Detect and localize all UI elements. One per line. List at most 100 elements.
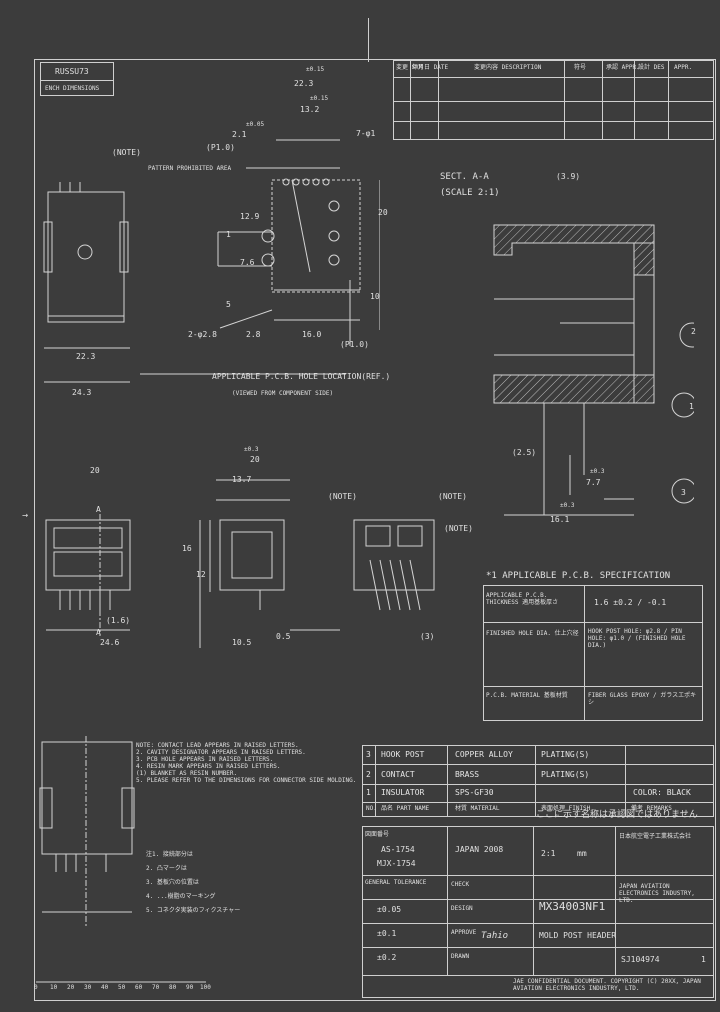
front-dim-05: 0.5: [276, 632, 291, 641]
tb-company-jp: 日本航空電子工業株式会社: [619, 833, 692, 840]
scale-tick-70: 70: [152, 984, 160, 991]
model-code: RUSSU73: [55, 67, 89, 76]
pattern-prohibited-label: PATTERN PROHIBITED AREA: [148, 165, 232, 172]
tb-drawn: DRAWN: [451, 953, 470, 960]
tb-approve: APPROVE: [451, 929, 477, 936]
tb-description: MOLD POST HEADER: [539, 931, 617, 940]
tb-scale: 2:1: [541, 849, 556, 858]
section-tol-2: ±0.3: [560, 502, 575, 509]
parts-list: 3 HOOK POST COPPER ALLOY PLATING(S) 2 CO…: [362, 745, 714, 817]
parts-h-material: 材質 MATERIAL: [455, 805, 500, 812]
left-inner: 22.3: [76, 352, 96, 361]
dim-129: 12.9: [240, 212, 260, 221]
notes-jp-block: 注1. 接続部分は 2. 凸マークは 3. 基板穴の位置は 4. ...樹脂のマ…: [146, 848, 346, 918]
callout-2: 2: [691, 327, 696, 336]
notes-block: NOTE: CONTACT LEAD APPEARS IN RAISED LET…: [136, 742, 366, 784]
rev-h-date: 年月日 DATE: [412, 64, 449, 71]
part-1-name: INSULATOR: [381, 788, 425, 797]
front-dim-16: 16: [182, 544, 192, 553]
part-2-no: 2: [366, 770, 371, 779]
spec-row2-value: HOOK POST HOLE: φ2.8 / PIN HOLE: φ1.0 / …: [588, 628, 686, 649]
dim-5: 5: [226, 300, 231, 309]
model-box: RUSSU73 ENCH DIMENSIONS: [40, 62, 114, 96]
parts-jp-note: ここに示す名称は承認図ではありません: [536, 810, 698, 820]
scale-tick-80: 80: [169, 984, 177, 991]
dim-132: 13.2: [300, 105, 320, 114]
pitch-top: (P1.0): [206, 143, 235, 152]
front-dim-3: (3): [420, 632, 435, 641]
scale-tick-90: 90: [186, 984, 194, 991]
front-tol-1: ±0.3: [244, 446, 259, 453]
parts-h-finish: 表面処理 FINISH: [541, 805, 591, 812]
dim-76: 7.6: [240, 258, 255, 267]
dim-10: 10: [370, 292, 380, 301]
revision-table: 変更 SYM 年月日 DATE 変更内容 DESCRIPTION 符号 承認 A…: [393, 60, 714, 140]
front-note-2: (NOTE): [438, 492, 467, 501]
tb-units: mm: [577, 849, 587, 858]
left-width: 24.3: [72, 388, 92, 397]
dim-21: 2.1: [232, 130, 247, 139]
tb-standard2: MJX-1754: [377, 859, 416, 868]
tb-check: CHECK: [451, 881, 470, 888]
front-dim-20b: 20: [250, 455, 260, 464]
rev-h-appr2: APPR.: [674, 64, 693, 71]
scale-bar-ticks: 0 10 20 30 40 50 60 70 80 90 100: [34, 984, 214, 996]
part-1-remarks: COLOR: BLACK: [633, 788, 691, 797]
tb-tolerance-label: GENERAL TOLERANCE: [365, 879, 427, 886]
section-dim-161: 16.1: [550, 515, 570, 524]
pcb-hole-drawing: [43, 139, 380, 383]
scale-tick-20: 20: [67, 984, 75, 991]
part-3-name: HOOK POST: [381, 750, 425, 759]
tb-jn: JAPAN 2008: [455, 845, 504, 854]
title-block: 図面番号 AS-1754 MJX-1754 JAPAN 2008 2:1 mm …: [362, 826, 714, 998]
part-2-name: CONTACT: [381, 770, 415, 779]
scale-bar: [36, 981, 206, 983]
part-2-finish: PLATING(S): [541, 770, 590, 779]
rev-h-sym: 変更 SYM: [396, 64, 423, 71]
note-jp-2: 2. 凸マークは: [146, 865, 187, 872]
part-3-finish: PLATING(S): [541, 750, 590, 759]
tb-copyright: JAE CONFIDENTIAL DOCUMENT. COPYRIGHT (C)…: [513, 978, 701, 992]
part-1-no: 1: [366, 788, 371, 797]
front-note-1: (NOTE): [328, 492, 357, 501]
dim-16: 16.0: [302, 330, 322, 339]
part-2-material: BRASS: [455, 770, 480, 779]
parts-h-no: NO.: [366, 805, 377, 812]
rev-h-desc: 変更内容 DESCRIPTION: [474, 64, 542, 71]
section-side-note: (2.5): [512, 448, 537, 457]
part-3-material: COPPER ALLOY: [455, 750, 513, 759]
parts-h-remarks: 備考 REMARKS: [631, 805, 672, 812]
section-scale: (SCALE 2:1): [440, 188, 500, 198]
scale-tick-30: 30: [84, 984, 92, 991]
dim-7: 7-φ1: [356, 129, 376, 138]
front-dim-20: 20: [90, 466, 100, 475]
spec-table: APPLICABLE P.C.B. THICKNESS 適用基板厚さ 1.6 ±…: [483, 585, 703, 721]
note-line-4: 4. RESIN MARK APPEARS IN RAISED LETTERS.: [136, 763, 281, 770]
front-dim-105: 10.5: [232, 638, 252, 647]
tb-company-en: JAPAN AVIATION ELECTRONICS INDUSTRY, LTD…: [619, 883, 695, 904]
note-jp-3: 3. 基板穴の位置は: [146, 879, 199, 886]
note-line-5: (1) BLANKET AS RESIN NUMBER.: [136, 770, 238, 777]
spec-row3-value: FIBER GLASS EPOXY / ガラスエポキシ: [588, 692, 697, 706]
note-line-1: NOTE: CONTACT LEAD APPEARS IN RAISED LET…: [136, 742, 299, 749]
tb-design: DESIGN: [451, 905, 473, 912]
pcb-view-subtitle: (VIEWED FROM COMPONENT SIDE): [232, 390, 334, 397]
section-dim-39: (3.9): [556, 172, 581, 181]
bottom-side-drawing: [39, 736, 135, 928]
front-dim-137: 13.7: [232, 475, 252, 484]
dim-22: 22.3: [294, 79, 314, 88]
section-drawing: [493, 224, 694, 516]
scale-tick-60: 60: [135, 984, 143, 991]
tb-tol-1: ±0.05: [377, 905, 402, 914]
scale-tick-40: 40: [101, 984, 109, 991]
tb-standard: AS-1754: [381, 845, 415, 854]
note-label-top: (NOTE): [112, 148, 141, 157]
model-note: ENCH DIMENSIONS: [45, 85, 100, 92]
tb-doc-no: SJ104974: [621, 955, 660, 964]
tol-1: ±0.15: [306, 66, 325, 73]
note-jp-5: 5. コネクタ実装のフィクスチャー: [146, 907, 241, 914]
tb-part-name: MX34003NF1: [539, 900, 606, 913]
spec-row3-label: P.C.B. MATERIAL 基板材質: [486, 692, 568, 699]
part-1-material: SPS-GF30: [455, 788, 494, 797]
part-3-no: 3: [366, 750, 371, 759]
